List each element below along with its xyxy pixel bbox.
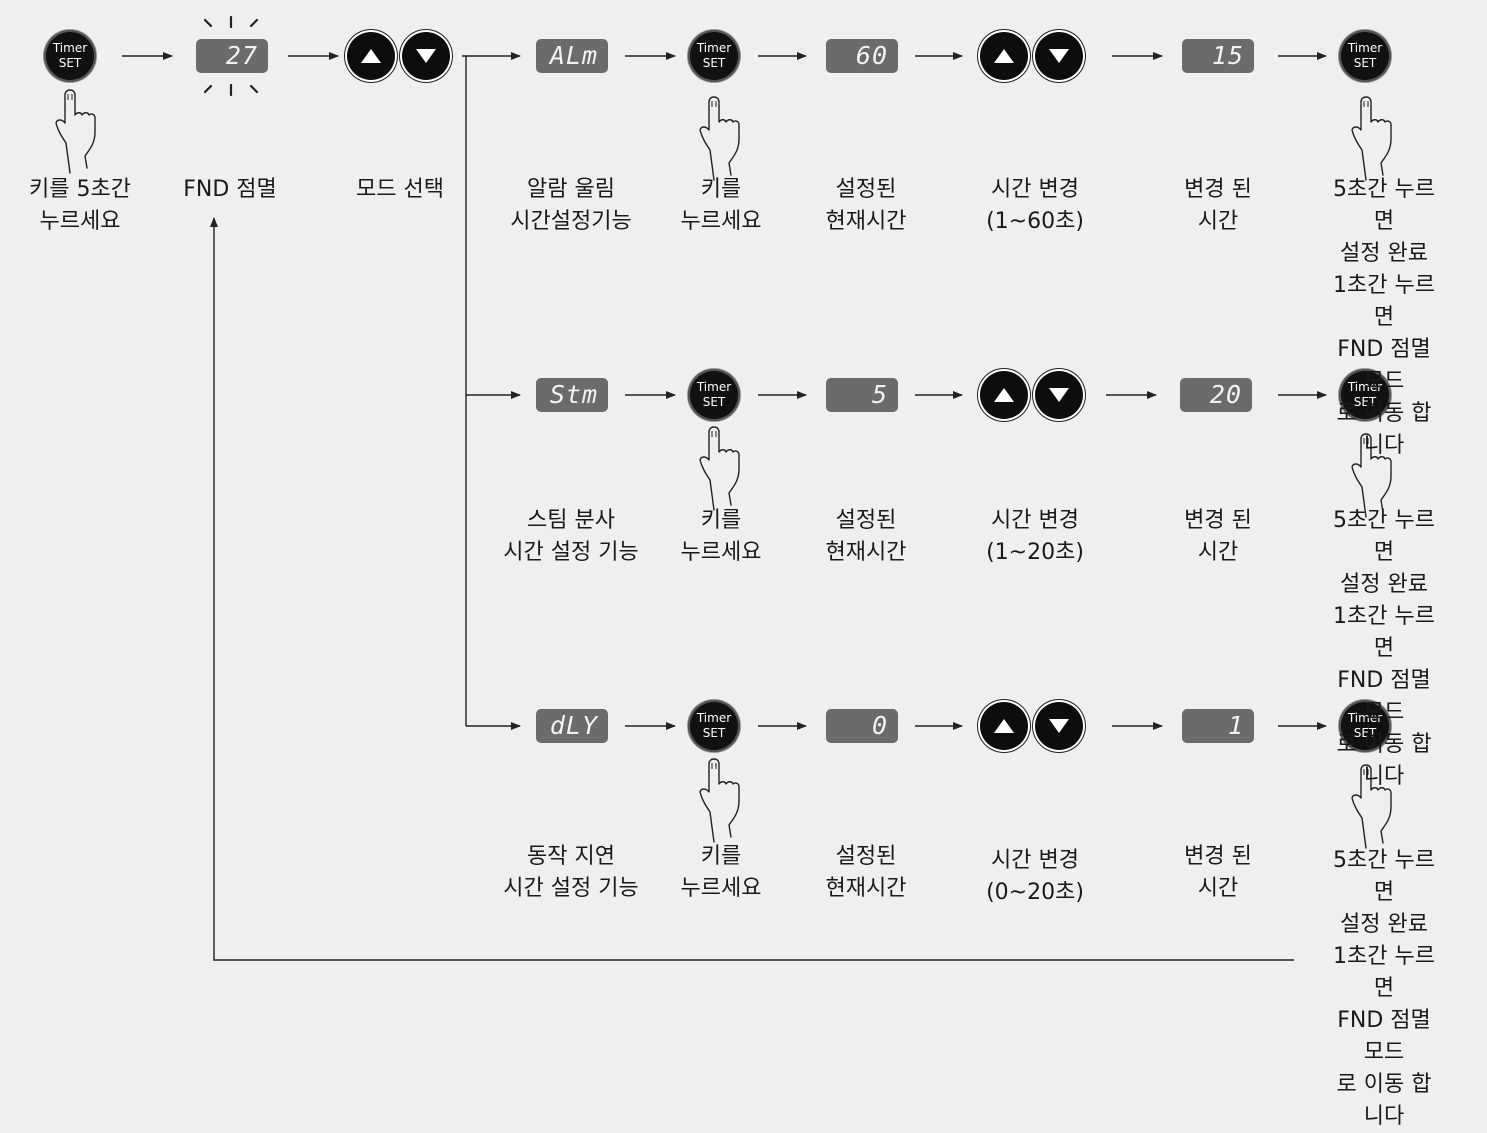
step-label-change-time: 시간 변경 (0~20초) (986, 848, 1084, 905)
pointing-hand-icon (699, 426, 740, 511)
changed-value-display: 1 (1182, 709, 1254, 743)
up-button[interactable] (345, 30, 397, 82)
current-value-display: 60 (826, 39, 898, 73)
down-arrow-icon (1049, 49, 1069, 63)
timer-label: Timer (1347, 380, 1383, 394)
up-down-keys (978, 369, 1085, 421)
step-label-dly-func: 동작 지연 시간 설정 기능 (503, 844, 639, 901)
timer-set-button[interactable]: Timer SET (1339, 369, 1391, 421)
down-arrow-icon (1049, 388, 1069, 402)
set-label: SET (702, 395, 726, 409)
timer-label: Timer (696, 41, 732, 55)
down-button[interactable] (1033, 369, 1085, 421)
down-arrow-icon (416, 49, 436, 63)
down-arrow-icon (1049, 719, 1069, 733)
up-button[interactable] (978, 700, 1030, 752)
pointing-hand-icon (699, 96, 740, 181)
pointing-hand-icon (55, 89, 96, 174)
step-label-alm-func: 알람 울림 시간설정기능 (510, 177, 632, 234)
up-arrow-icon (994, 49, 1014, 63)
up-arrow-icon (994, 719, 1014, 733)
pointing-hand-icon (699, 758, 740, 843)
step-label-finish: 5초간 누르면 설정 완료 1초간 누르면 FND 점멸 모드 로 이동 합니다 (1333, 848, 1435, 1129)
timer-label: Timer (1347, 41, 1383, 55)
current-value-display: 0 (826, 709, 898, 743)
up-down-keys (978, 700, 1085, 752)
down-button[interactable] (400, 30, 452, 82)
timer-label: Timer (696, 711, 732, 725)
set-label: SET (1353, 56, 1377, 70)
current-value-display: 5 (826, 378, 898, 412)
step-label-changed-time: 변경 된 시간 (1184, 177, 1252, 234)
up-down-keys (345, 30, 452, 82)
timer-set-button[interactable]: Timer SET (1339, 30, 1391, 82)
timer-label: Timer (696, 380, 732, 394)
step-label-finish: 5초간 누르면 설정 완료 1초간 누르면 FND 점멸 모드 로 이동 합니다 (1333, 508, 1435, 789)
set-label: SET (1353, 726, 1377, 740)
step-label-press-key: 키를 누르세요 (680, 844, 762, 901)
timer-label: Timer (1347, 711, 1383, 725)
timer-set-button[interactable]: Timer SET (688, 369, 740, 421)
up-down-keys (978, 30, 1085, 82)
flow-diagram: Timer SET 27 ALm Timer SET 60 15 Timer S… (29, 15, 1435, 1129)
set-label: SET (1353, 395, 1377, 409)
up-button[interactable] (978, 30, 1030, 82)
set-label: SET (58, 56, 82, 70)
step-label-changed-time: 변경 된 시간 (1184, 844, 1252, 901)
timer-set-button[interactable]: Timer SET (688, 700, 740, 752)
changed-value-display: 20 (1180, 378, 1252, 412)
up-arrow-icon (994, 388, 1014, 402)
timer-label: Timer (52, 41, 88, 55)
connector-arrows (55, 15, 1392, 961)
up-button[interactable] (978, 369, 1030, 421)
dly-mode-display: dLY (536, 709, 608, 743)
pointing-hand-icon (1351, 96, 1392, 181)
timer-set-button[interactable]: Timer SET (44, 30, 96, 82)
stm-mode-display: Stm (536, 378, 608, 412)
step-label-current-time: 설정된 현재시간 (825, 844, 907, 901)
step-label-press-key: 키를 누르세요 (680, 177, 762, 234)
up-arrow-icon (361, 49, 381, 63)
step-label-fnd-blink: FND 점멸 (183, 177, 277, 202)
step-label-start: 키를 5초간 누르세요 (29, 177, 131, 234)
step-label-change-time: 시간 변경 (1~60초) (986, 177, 1084, 234)
step-label-press-key: 키를 누르세요 (680, 508, 762, 565)
alm-mode-display: ALm (536, 39, 608, 73)
step-label-stm-func: 스팀 분사 시간 설정 기능 (503, 508, 639, 565)
step-label-mode-select: 모드 선택 (356, 177, 444, 202)
step-label-finish: 5초간 누르면 설정 완료 1초간 누르면 FND 점멸 모드 로 이동 합니다 (1333, 177, 1435, 458)
step-label-current-time: 설정된 현재시간 (825, 177, 907, 234)
changed-value-display: 15 (1182, 39, 1254, 73)
down-button[interactable] (1033, 30, 1085, 82)
blink-rays-icon (203, 15, 259, 97)
fnd-display: 27 (196, 39, 268, 73)
step-label-changed-time: 변경 된 시간 (1184, 508, 1252, 565)
timer-set-button[interactable]: Timer SET (688, 30, 740, 82)
timer-set-button[interactable]: Timer SET (1339, 700, 1391, 752)
down-button[interactable] (1033, 700, 1085, 752)
set-label: SET (702, 726, 726, 740)
set-label: SET (702, 56, 726, 70)
step-label-change-time: 시간 변경 (1~20초) (986, 508, 1084, 565)
step-label-current-time: 설정된 현재시간 (825, 508, 907, 565)
